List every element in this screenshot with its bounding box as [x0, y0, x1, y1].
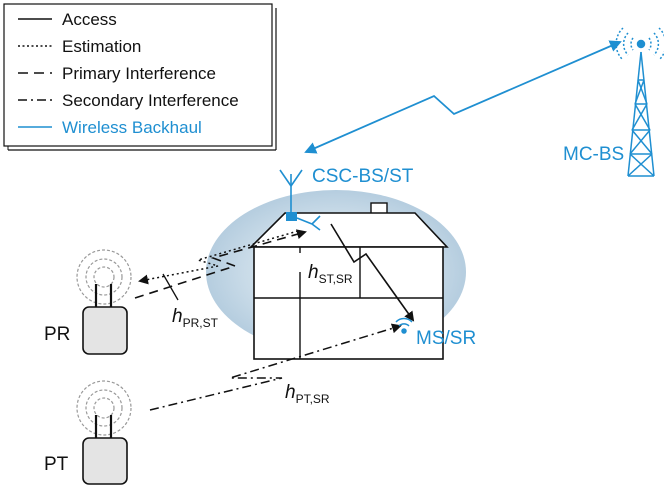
pr-label: PR [44, 324, 70, 345]
ms-sr-wifi-icon [395, 317, 413, 334]
legend-label-access: Access [62, 10, 117, 29]
access-link [330, 223, 415, 322]
legend-box [3, 3, 273, 147]
house-body [253, 246, 444, 360]
pt-label: PT [44, 454, 69, 475]
csc-base-station-icon [286, 212, 297, 221]
primary-interference-link [134, 229, 307, 299]
pr-device-icon [76, 249, 132, 355]
legend-label-primary: Primary Interference [62, 64, 216, 83]
channel-pr-st-label: hPR,ST [172, 306, 219, 330]
legend-label-backhaul: Wireless Backhaul [62, 118, 202, 137]
legend-label-estimation: Estimation [62, 37, 141, 56]
csc-bs-label: CSC-BS/ST [312, 166, 414, 187]
pt-device-icon [76, 380, 132, 485]
mc-bs-label: MC-BS [563, 144, 624, 165]
csc-antenna [279, 169, 321, 231]
channel-pr-st-tick [162, 273, 179, 301]
channel-pt-sr-label: hPT,SR [285, 382, 330, 406]
roof [249, 212, 449, 248]
mc-bs-tower-icon [615, 27, 664, 177]
wireless-backhaul-link [304, 40, 622, 154]
house [249, 202, 449, 360]
channel-st-sr-label: hST,SR [308, 262, 353, 286]
legend: Access Estimation Primary Interference S… [3, 3, 277, 151]
ms-sr-label: MS/SR [416, 328, 476, 349]
legend-label-secondary: Secondary Interference [62, 91, 239, 110]
